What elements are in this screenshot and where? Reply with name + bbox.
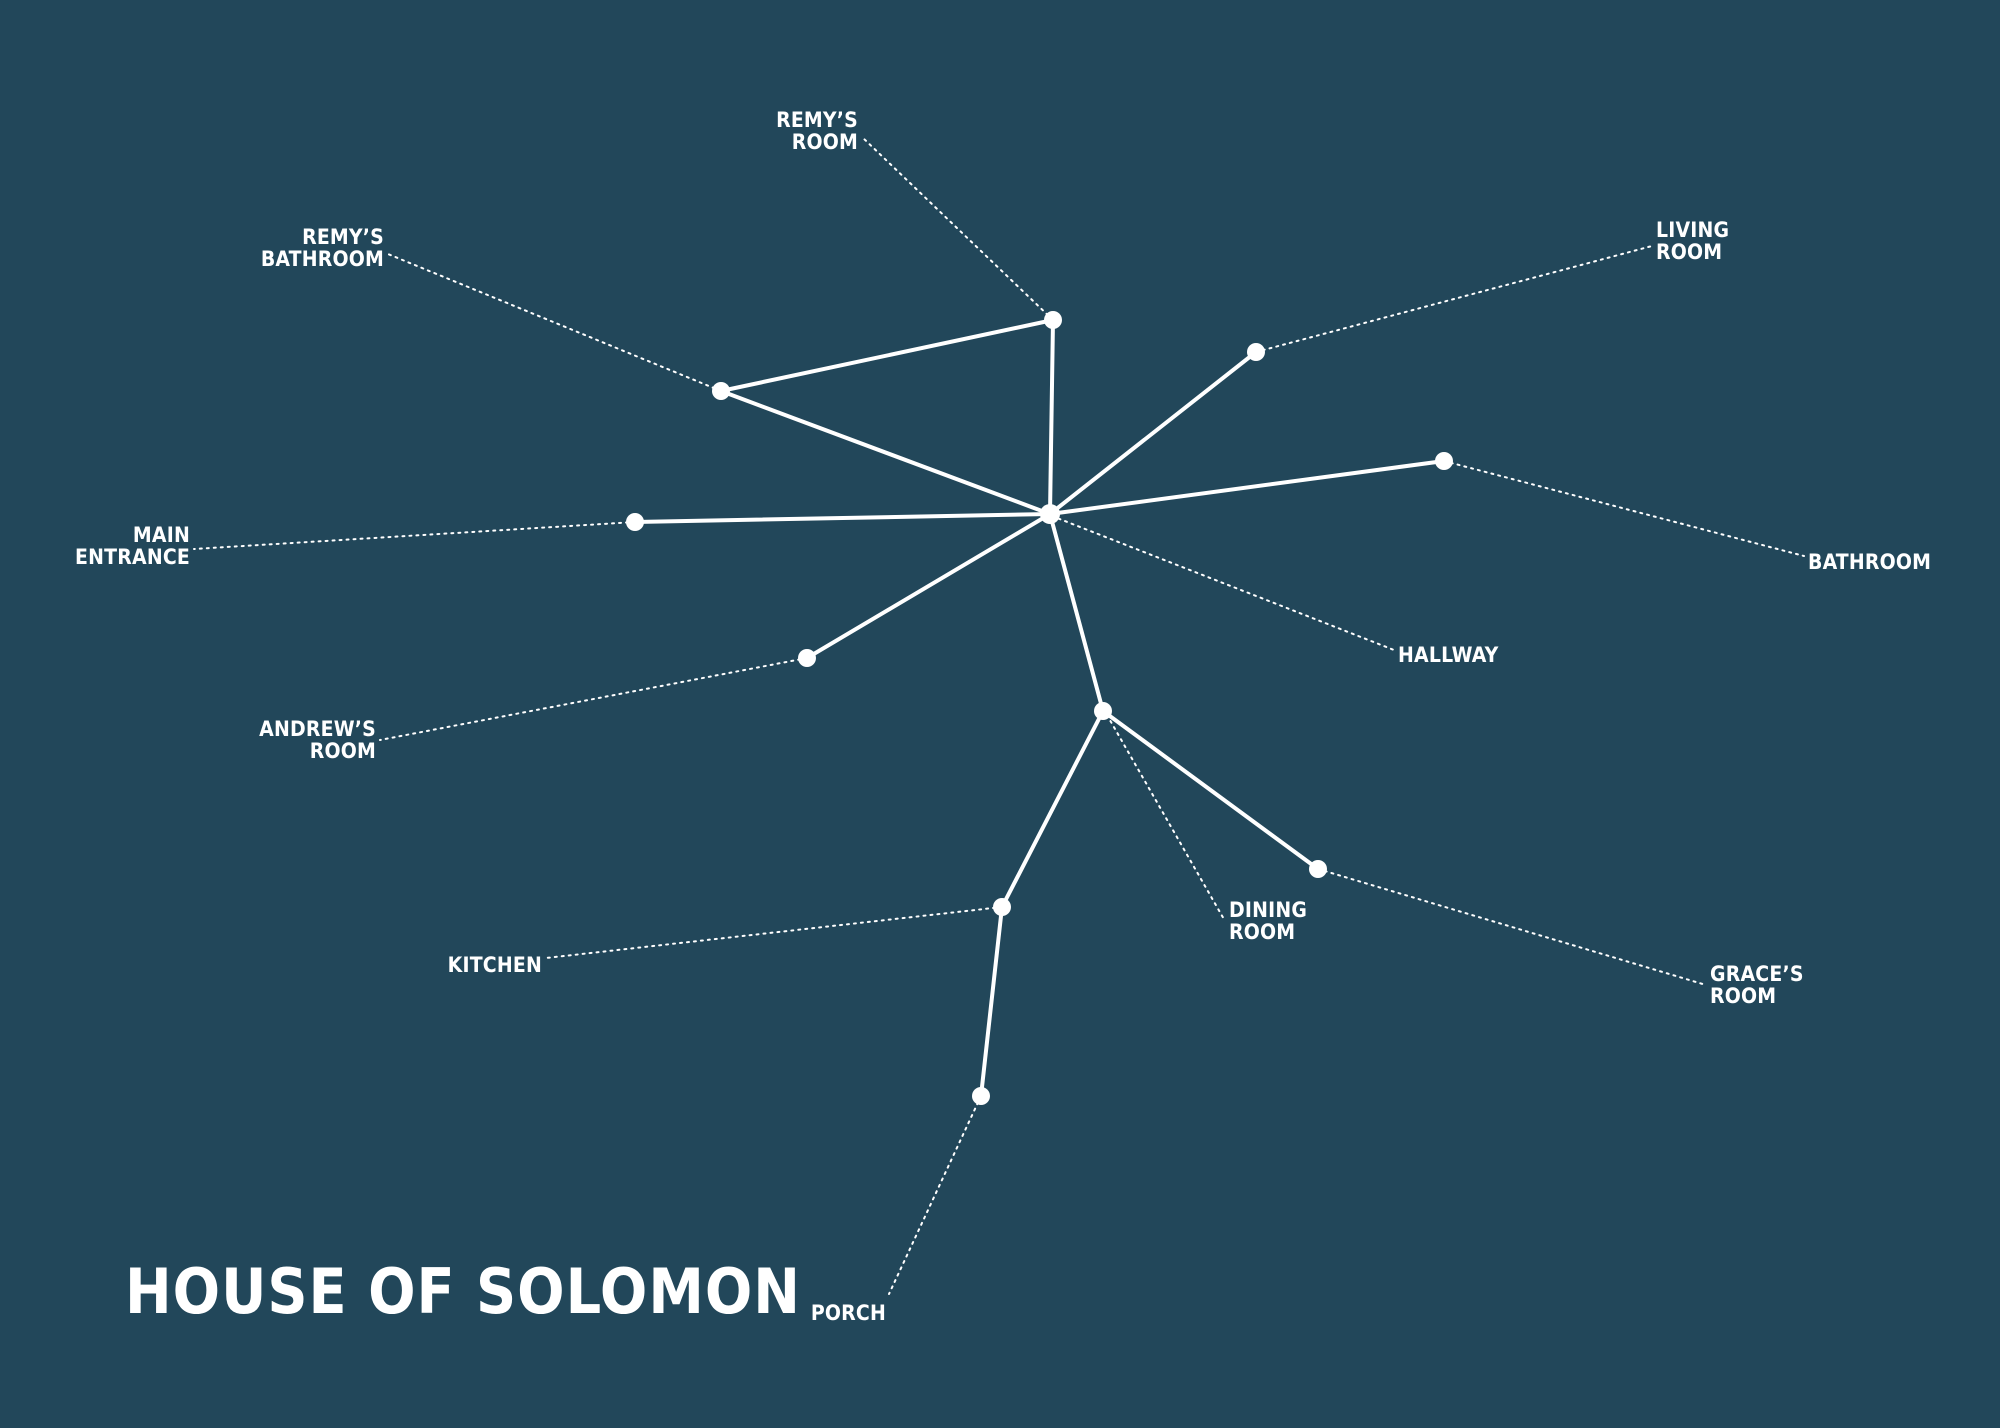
label-line: ROOM xyxy=(1710,984,1776,1008)
node-bathroom xyxy=(1435,452,1453,470)
leader-kitchen xyxy=(545,906,1003,959)
leader-remys-bathroom xyxy=(387,253,722,392)
leader-andrews-room xyxy=(379,657,808,741)
connection-edges xyxy=(633,318,1446,1098)
edge-remys-room-to-remys-bathroom xyxy=(719,318,1055,393)
node-main-entrance xyxy=(626,513,644,531)
leader-main-entrance xyxy=(193,521,636,550)
label-line: MAIN xyxy=(133,523,190,547)
node-kitchen xyxy=(993,898,1011,916)
label-line: BATHROOM xyxy=(261,247,384,271)
label-leader-lines xyxy=(193,136,1805,1295)
label-line: DINING xyxy=(1229,898,1307,922)
leader-graces-room xyxy=(1317,868,1707,986)
node-remys-room xyxy=(1044,311,1062,329)
edge-remys-bathroom-to-hub xyxy=(719,389,1052,516)
label-line: REMY’S xyxy=(776,108,858,132)
label-line: PORCH xyxy=(811,1301,886,1325)
room-nodes xyxy=(626,311,1453,1105)
edge-hub-to-dining-room xyxy=(1048,512,1105,713)
label-line: BATHROOM xyxy=(1808,550,1931,574)
edge-dining-room-to-graces-room xyxy=(1101,709,1320,871)
label-line: ROOM xyxy=(1229,920,1295,944)
label-line: HALLWAY xyxy=(1398,643,1499,667)
node-graces-room xyxy=(1309,860,1327,878)
label-line: ROOM xyxy=(1656,240,1722,264)
label-line: ANDREW’S xyxy=(259,717,376,741)
leader-dining-room xyxy=(1106,714,1226,922)
leader-porch xyxy=(888,1095,982,1295)
node-living-room xyxy=(1247,343,1265,361)
label-line: GRACE’S xyxy=(1710,962,1804,986)
edge-kitchen-to-porch xyxy=(979,905,1004,1098)
node-andrews-room xyxy=(798,649,816,667)
edge-hub-to-main-entrance xyxy=(633,512,1052,524)
label-line: ENTRANCE xyxy=(75,545,190,569)
leader-bathroom xyxy=(1443,460,1805,557)
diagram-title: HOUSE OF SOLOMON xyxy=(125,1255,801,1328)
label-hallway: HALLWAY xyxy=(1398,643,1499,667)
edge-dining-room-to-kitchen xyxy=(1000,709,1105,909)
edge-remys-room-to-hub xyxy=(1048,318,1055,516)
label-porch: PORCH xyxy=(811,1301,886,1325)
label-line: KITCHEN xyxy=(448,953,542,977)
label-bathroom: BATHROOM xyxy=(1808,550,1931,574)
leader-living-room xyxy=(1255,245,1653,353)
edge-hub-to-living-room xyxy=(1048,350,1258,516)
edge-hub-to-bathroom xyxy=(1048,459,1446,516)
node-porch xyxy=(972,1087,990,1105)
label-line: ROOM xyxy=(792,130,858,154)
node-dining-room xyxy=(1094,702,1112,720)
label-line: REMY’S xyxy=(302,225,384,249)
leader-remys-room xyxy=(861,136,1054,321)
node-hub xyxy=(1040,504,1060,524)
label-line: ROOM xyxy=(310,739,376,763)
node-remys-bathroom xyxy=(712,382,730,400)
edge-hub-to-andrews-room xyxy=(805,512,1052,660)
label-line: LIVING xyxy=(1656,218,1729,242)
leader-hallway xyxy=(1051,515,1395,651)
label-kitchen: KITCHEN xyxy=(448,953,542,977)
